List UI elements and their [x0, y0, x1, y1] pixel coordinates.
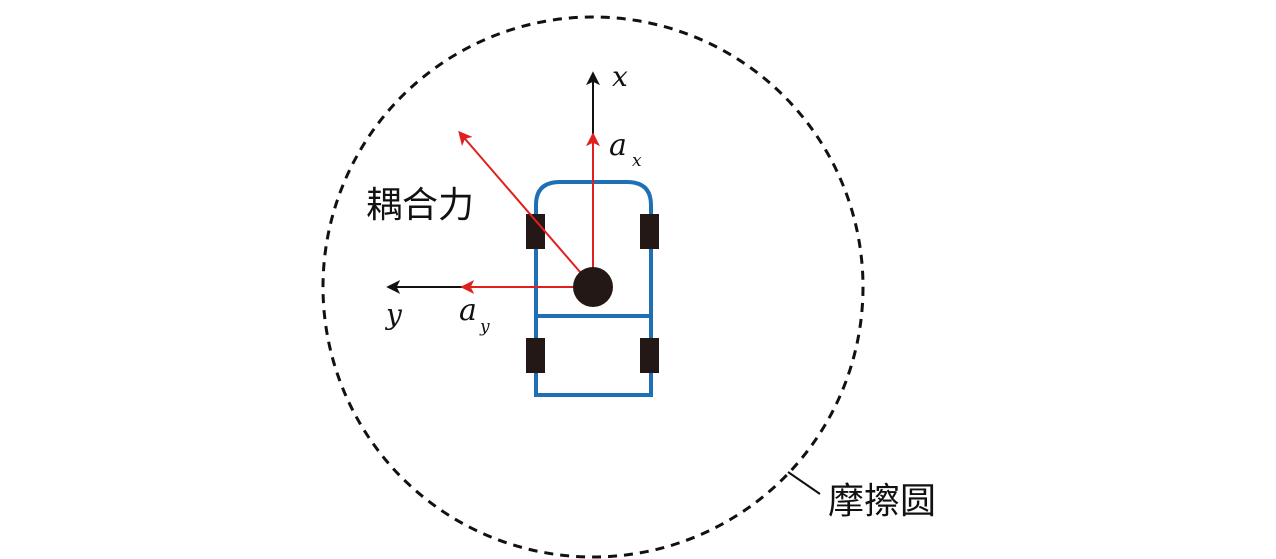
- ax-label: a: [609, 128, 627, 163]
- wheel-front-left: [526, 214, 545, 249]
- wheel-rear-left: [526, 338, 545, 373]
- vehicle-body: [534, 180, 653, 397]
- coupled-force-label: 耦合力: [366, 185, 474, 226]
- friction-circle-leader: [787, 471, 821, 495]
- x-axis-label: x: [612, 60, 628, 93]
- wheel-rear-right: [640, 338, 659, 373]
- coupled-force-vector: [458, 130, 594, 288]
- friction-circle-label: 摩擦圆: [828, 481, 936, 522]
- friction-circle: [321, 15, 865, 559]
- ay-label-subscript: y: [479, 317, 490, 337]
- wheel-front-right: [640, 214, 659, 249]
- y-axis-label: y: [384, 298, 403, 331]
- ax-label-subscript: x: [632, 151, 642, 171]
- center-of-mass: [573, 267, 613, 307]
- ay-label: a: [459, 293, 477, 328]
